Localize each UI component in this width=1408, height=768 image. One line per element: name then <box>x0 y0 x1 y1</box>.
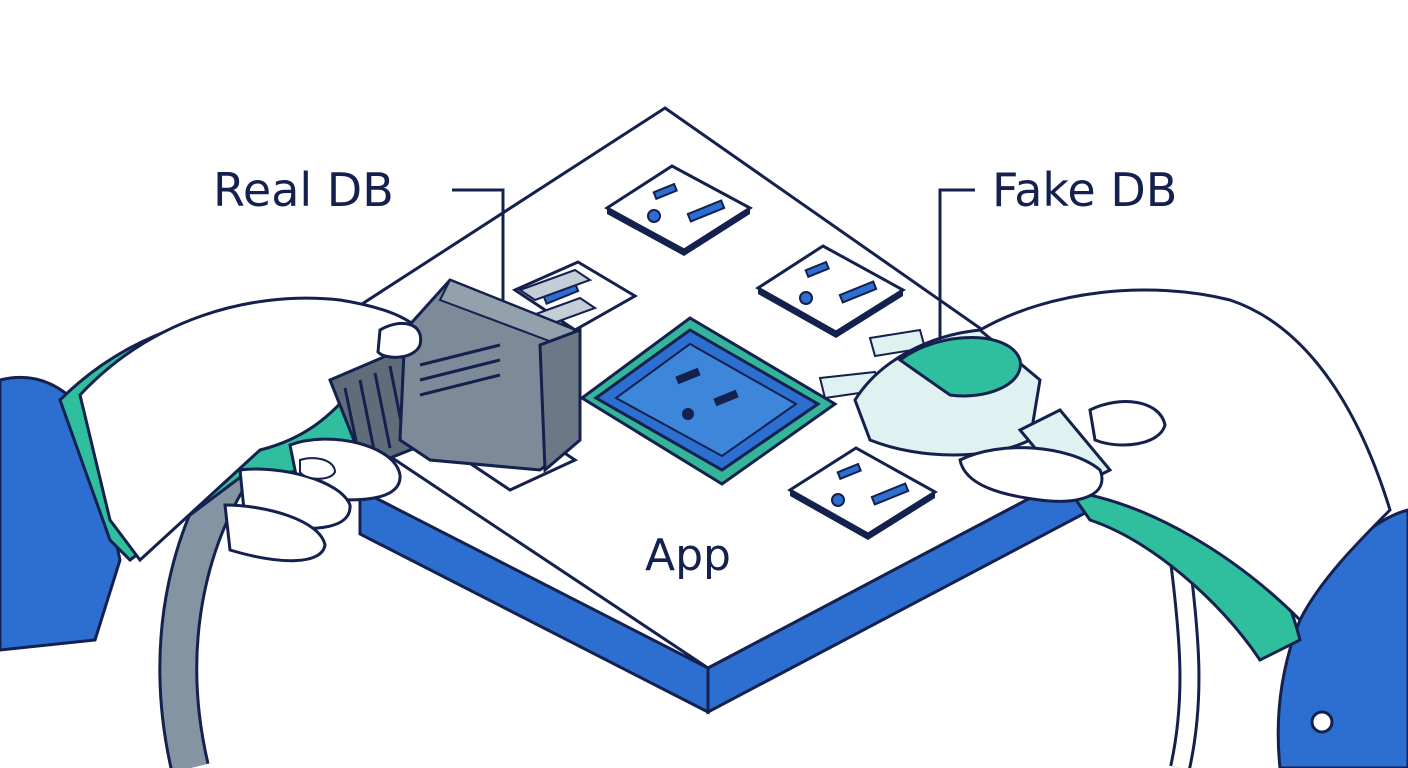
sleeve-button <box>1310 710 1334 734</box>
center-socket <box>579 316 838 486</box>
real-db-plug <box>328 268 598 474</box>
outlet-right-lower <box>787 446 938 540</box>
left-hand-fingers <box>223 321 423 563</box>
fake-db-label: Fake DB <box>992 163 1177 217</box>
fake-db-leader <box>938 188 975 340</box>
fake-db-plug <box>818 328 1113 492</box>
outlet-top <box>604 164 753 256</box>
real-db-label: Real DB <box>213 163 394 217</box>
leader-lines <box>452 188 975 340</box>
left-arm <box>0 296 427 768</box>
real-db-leader <box>452 188 505 300</box>
right-hand-fingers <box>958 400 1167 503</box>
right-arm <box>968 288 1408 768</box>
outlet-right-upper <box>755 244 906 338</box>
app-label: App <box>645 530 731 581</box>
